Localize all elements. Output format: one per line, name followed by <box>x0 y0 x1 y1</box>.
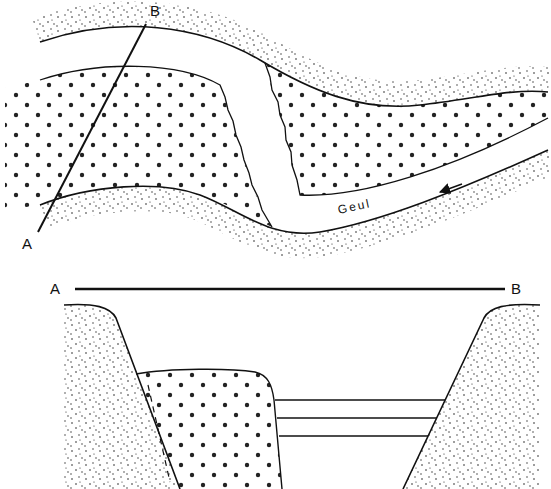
point-bar-edge <box>40 66 272 227</box>
section-letter: B <box>150 3 160 18</box>
section-letter: A <box>50 281 60 296</box>
water-line <box>279 435 428 436</box>
point-bar-edge <box>265 63 548 195</box>
flow-arrow <box>440 184 462 192</box>
point-bar-edge <box>136 369 282 489</box>
water-line <box>277 417 437 418</box>
section-letter: A <box>22 236 32 251</box>
valley-edge <box>403 305 540 489</box>
point-bar-section <box>136 369 282 489</box>
section-line <box>38 24 146 232</box>
valley-floor <box>5 27 551 234</box>
valley-edge <box>40 27 548 107</box>
valley-edge <box>64 305 180 489</box>
section-line <box>75 288 505 291</box>
point-bar <box>265 63 548 195</box>
water-line <box>275 399 445 400</box>
buried-edge <box>148 385 170 482</box>
section-letter: B <box>511 281 521 296</box>
valley-wall-stipple <box>403 305 540 489</box>
valley-edge <box>40 150 548 233</box>
